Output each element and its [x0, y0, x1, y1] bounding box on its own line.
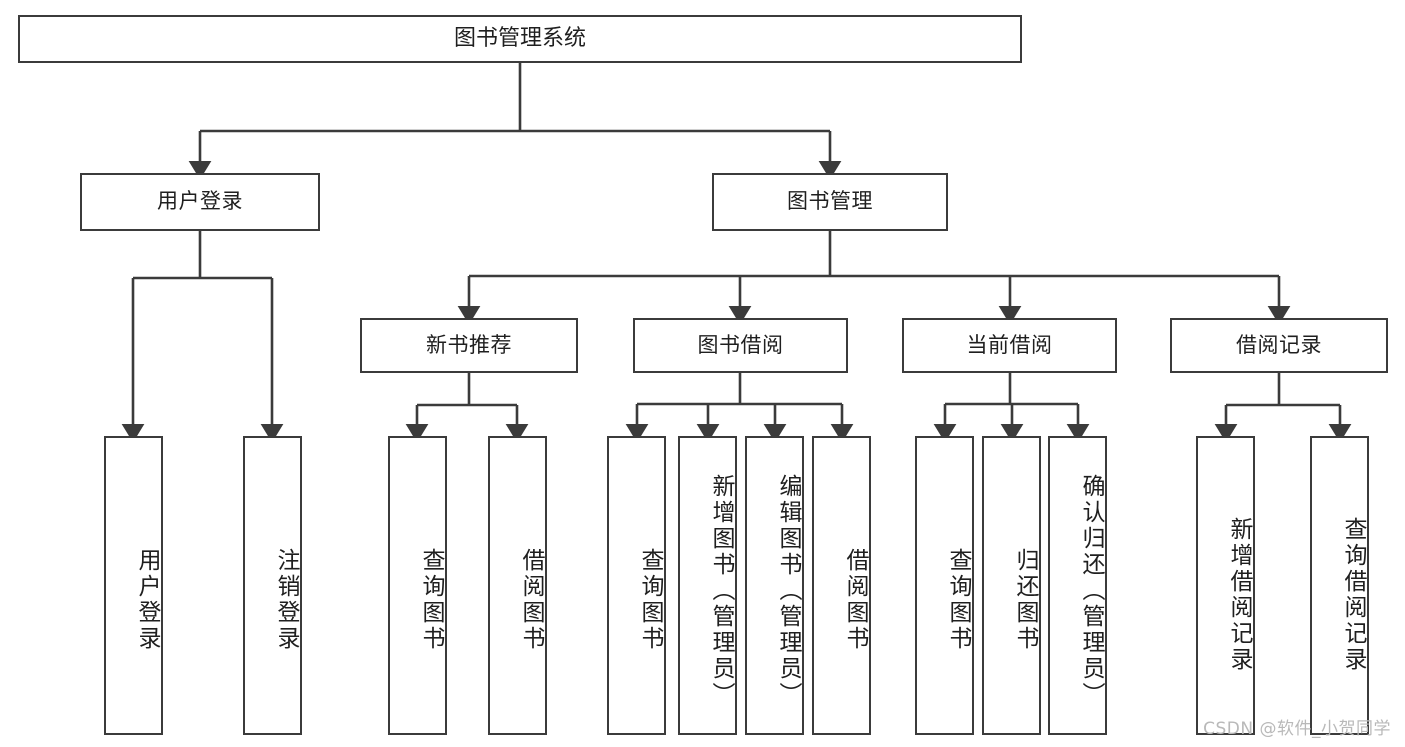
leaf-borrow-book-1-label: 借阅图书 [518, 547, 544, 652]
node-user-login-label: 用户登录 [157, 189, 243, 214]
node-borrow-record-label: 借阅记录 [1236, 332, 1322, 357]
leaf-query-book-2-label: 查询图书 [637, 547, 663, 652]
leaf-return-book-label: 归还图书 [1012, 547, 1038, 652]
leaf-query-book-1[interactable]: 查询图书 [388, 436, 447, 735]
node-current-borrow[interactable]: 当前借阅 [902, 318, 1117, 373]
node-book-management-label: 图书管理 [787, 189, 873, 214]
leaf-query-book-3-label: 查询图书 [945, 547, 971, 652]
leaf-borrow-book-1[interactable]: 借阅图书 [488, 436, 547, 735]
leaf-user-logout[interactable]: 注销登录 [243, 436, 302, 735]
leaf-edit-book-label: 编辑图书（管理员） [775, 473, 801, 708]
leaf-query-book-3[interactable]: 查询图书 [915, 436, 974, 735]
watermark: CSDN @软件_小贺同学 [1203, 719, 1391, 739]
leaf-confirm-return-label: 确认归还（管理员） [1078, 473, 1104, 708]
leaf-borrow-book-2[interactable]: 借阅图书 [812, 436, 871, 735]
leaf-add-record-label: 新增借阅记录 [1226, 516, 1252, 673]
leaf-user-logout-label: 注销登录 [273, 547, 299, 652]
leaf-add-book[interactable]: 新增图书（管理员） [678, 436, 737, 735]
node-book-borrow[interactable]: 图书借阅 [633, 318, 848, 373]
leaf-query-book-2[interactable]: 查询图书 [607, 436, 666, 735]
leaf-return-book[interactable]: 归还图书 [982, 436, 1041, 735]
leaf-edit-book[interactable]: 编辑图书（管理员） [745, 436, 804, 735]
leaf-query-book-1-label: 查询图书 [418, 547, 444, 652]
node-user-login[interactable]: 用户登录 [80, 173, 320, 231]
node-borrow-record[interactable]: 借阅记录 [1170, 318, 1388, 373]
leaf-query-record-label: 查询借阅记录 [1340, 516, 1366, 673]
leaf-user-login[interactable]: 用户登录 [104, 436, 163, 735]
leaf-add-book-label: 新增图书（管理员） [708, 473, 734, 708]
leaf-borrow-book-2-label: 借阅图书 [842, 547, 868, 652]
node-root[interactable]: 图书管理系统 [18, 15, 1022, 63]
node-new-book-recommend-label: 新书推荐 [426, 332, 512, 357]
node-root-label: 图书管理系统 [453, 25, 586, 51]
node-new-book-recommend[interactable]: 新书推荐 [360, 318, 578, 373]
leaf-add-record[interactable]: 新增借阅记录 [1196, 436, 1255, 735]
leaf-confirm-return[interactable]: 确认归还（管理员） [1048, 436, 1107, 735]
node-book-borrow-label: 图书借阅 [697, 332, 784, 357]
node-current-borrow-label: 当前借阅 [966, 332, 1053, 357]
node-book-management[interactable]: 图书管理 [712, 173, 948, 231]
leaf-user-login-label: 用户登录 [134, 547, 160, 652]
leaf-query-record[interactable]: 查询借阅记录 [1310, 436, 1369, 735]
